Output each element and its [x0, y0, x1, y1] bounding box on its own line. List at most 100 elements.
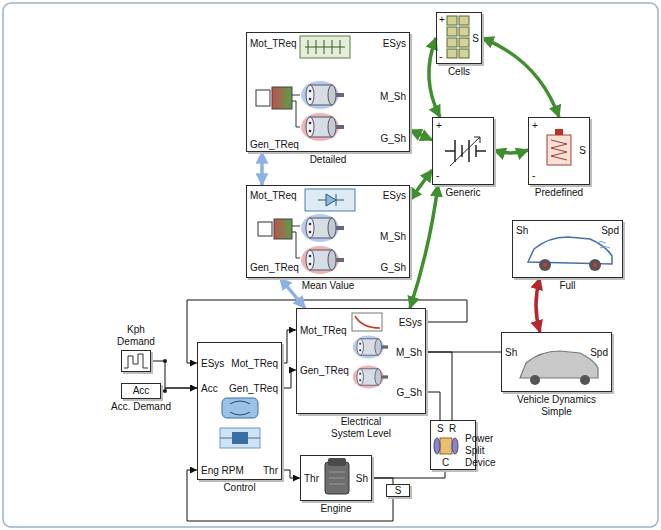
port-label: S — [472, 33, 479, 45]
mean-value-icon — [258, 189, 355, 274]
port-label: Gen_TReq — [300, 365, 349, 377]
electrical-system-subsystem: Mot_TReqGen_TReqESysM_ShG_ShElectrical S… — [296, 308, 426, 414]
variant-arrow — [536, 278, 540, 332]
picture-frame — [3, 3, 658, 527]
block-caption: Generic — [445, 187, 480, 199]
signal-line — [187, 470, 393, 521]
port-label: - — [436, 170, 439, 182]
block-caption: Power Split Device — [465, 433, 509, 469]
port-label: R — [449, 423, 456, 435]
power-split-icon — [434, 438, 458, 454]
port-label: Mot_TReq — [250, 38, 297, 50]
port-label: Thr — [263, 465, 278, 477]
sensor-block: S — [386, 484, 410, 497]
signal-line — [187, 300, 467, 363]
signal-line — [161, 388, 197, 391]
block-caption: Control — [223, 482, 255, 494]
variant-arrow — [410, 170, 432, 200]
block-caption: Full — [559, 280, 575, 292]
port-label: Gen_TReq — [229, 383, 278, 395]
port-label: M_Sh — [396, 347, 422, 359]
port-label: Sh — [505, 347, 517, 359]
predefined-battery-block: +-SPredefined — [528, 117, 590, 185]
port-label: Mot_TReq — [250, 190, 297, 202]
signal-line — [282, 370, 296, 388]
port-label: Mot_TReq — [300, 325, 347, 337]
cells-icon — [447, 16, 469, 58]
block-caption: Detailed — [310, 154, 347, 166]
full-vehicle-icon — [528, 237, 612, 271]
block-caption: Mean Value — [302, 280, 355, 292]
port-label: S — [579, 145, 586, 157]
port-label: C — [442, 457, 449, 469]
port-label: M_Sh — [380, 231, 406, 243]
block-caption: Predefined — [535, 187, 583, 199]
generic-battery-block: +-Generic — [432, 117, 494, 185]
variant-arrow — [410, 185, 438, 308]
block-caption: Engine — [320, 503, 351, 515]
port-label: Gen_TReq — [250, 139, 299, 151]
port-label: Eng RPM — [201, 465, 244, 477]
variant-arrow — [429, 38, 440, 117]
acc-demand-block: AccAcc. Demand — [121, 383, 161, 399]
block-caption: Vehicle Dynamics Simple — [507, 394, 607, 418]
block-caption: Acc. Demand — [111, 401, 171, 413]
variant-arrow — [260, 152, 264, 185]
port-label: Sh — [356, 473, 368, 485]
control-subsystem: ESysAccEng RPMMot_TReqGen_TReqThrControl — [197, 342, 282, 480]
detailed-icon — [256, 36, 350, 141]
port-label: - — [532, 170, 535, 182]
port-label: G_Sh — [396, 387, 422, 399]
predefined-battery-icon — [547, 129, 571, 165]
port-label: M_Sh — [380, 91, 406, 103]
port-label: Spd — [590, 347, 608, 359]
signal-line — [426, 352, 452, 420]
electrical-system-icon — [352, 313, 388, 388]
port-label: ESys — [383, 38, 406, 50]
detailed-subsystem: Mot_TReqGen_TReqESysM_ShG_ShDetailed — [246, 32, 410, 152]
control-icon — [220, 398, 260, 448]
port-label: + — [439, 14, 445, 26]
port-label: S — [387, 485, 409, 497]
signal-line — [426, 392, 440, 420]
block-caption: Kph Demand — [113, 324, 159, 348]
vehicle-dynamics-block: ShSpdVehicle Dynamics Simple — [501, 332, 612, 392]
signal-line — [282, 330, 296, 363]
port-label: G_Sh — [380, 262, 406, 274]
port-label: Acc — [201, 383, 218, 395]
port-label: ESys — [399, 317, 422, 329]
port-label: ESys — [383, 190, 406, 202]
variant-arrow — [494, 150, 528, 153]
port-label: Mot_TReq — [231, 358, 278, 370]
kph-demand-block: Kph Demand — [121, 350, 151, 372]
port-label: ESys — [201, 358, 224, 370]
signal-line — [372, 470, 445, 478]
port-label: Sh — [516, 225, 528, 237]
mean-value-subsystem: Mot_TReqGen_TReqESysM_ShG_ShMean Value — [246, 185, 410, 278]
variant-arrow — [410, 130, 432, 140]
battery-symbol — [445, 137, 486, 166]
port-label: S — [437, 423, 444, 435]
port-label: + — [436, 120, 442, 132]
signal-line — [282, 470, 300, 478]
engine-icon — [325, 458, 349, 494]
port-label: - — [439, 51, 442, 63]
port-label: Spd — [601, 225, 619, 237]
block-caption: Cells — [448, 66, 470, 78]
port-label: + — [532, 120, 538, 132]
full-vehicle-block: ShSpdFull — [512, 220, 623, 278]
port-label: Thr — [304, 473, 319, 485]
variant-arrow — [280, 278, 305, 308]
variant-arrow — [482, 38, 559, 117]
simple-vehicle-icon — [520, 351, 598, 385]
port-label: Acc — [122, 385, 160, 397]
port-label: Gen_TReq — [250, 262, 299, 274]
engine-block: ThrShEngine — [300, 455, 372, 501]
port-label: G_Sh — [380, 133, 406, 145]
cells-block: +-SCells — [436, 12, 482, 64]
block-caption: Electrical System Level — [326, 416, 396, 440]
power-split-block: SRCPower Split Device — [430, 420, 476, 470]
